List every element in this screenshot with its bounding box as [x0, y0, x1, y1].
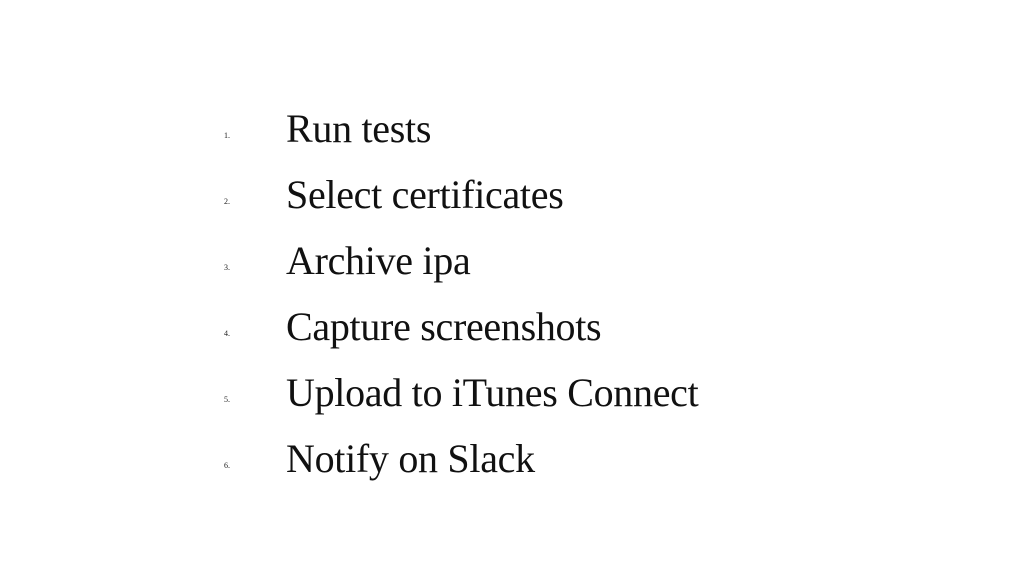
list-item: 5. Upload to iTunes Connect — [0, 355, 1024, 421]
list-item-text: Capture screenshots — [286, 304, 602, 349]
list-item: 4. Capture screenshots — [0, 289, 1024, 355]
list-item: 6. Notify on Slack — [0, 421, 1024, 487]
list-item-text: Select certificates — [286, 172, 564, 217]
list-item-number: 3. — [224, 263, 230, 272]
list-item-text: Archive ipa — [286, 238, 471, 283]
list-item-number: 6. — [224, 461, 230, 470]
list-item-number: 5. — [224, 395, 230, 404]
list-item: 1. Run tests — [0, 91, 1024, 157]
list-item: 3. Archive ipa — [0, 223, 1024, 289]
list-item-text: Run tests — [286, 106, 432, 151]
list-item-number: 1. — [224, 131, 230, 140]
list-item-number: 4. — [224, 329, 230, 338]
list-item-text: Upload to iTunes Connect — [286, 370, 699, 415]
list-item-number: 2. — [224, 197, 230, 206]
list-item-text: Notify on Slack — [286, 436, 535, 481]
list-item: 2. Select certificates — [0, 157, 1024, 223]
numbered-list: 1. Run tests 2. Select certificates 3. A… — [0, 91, 1024, 487]
